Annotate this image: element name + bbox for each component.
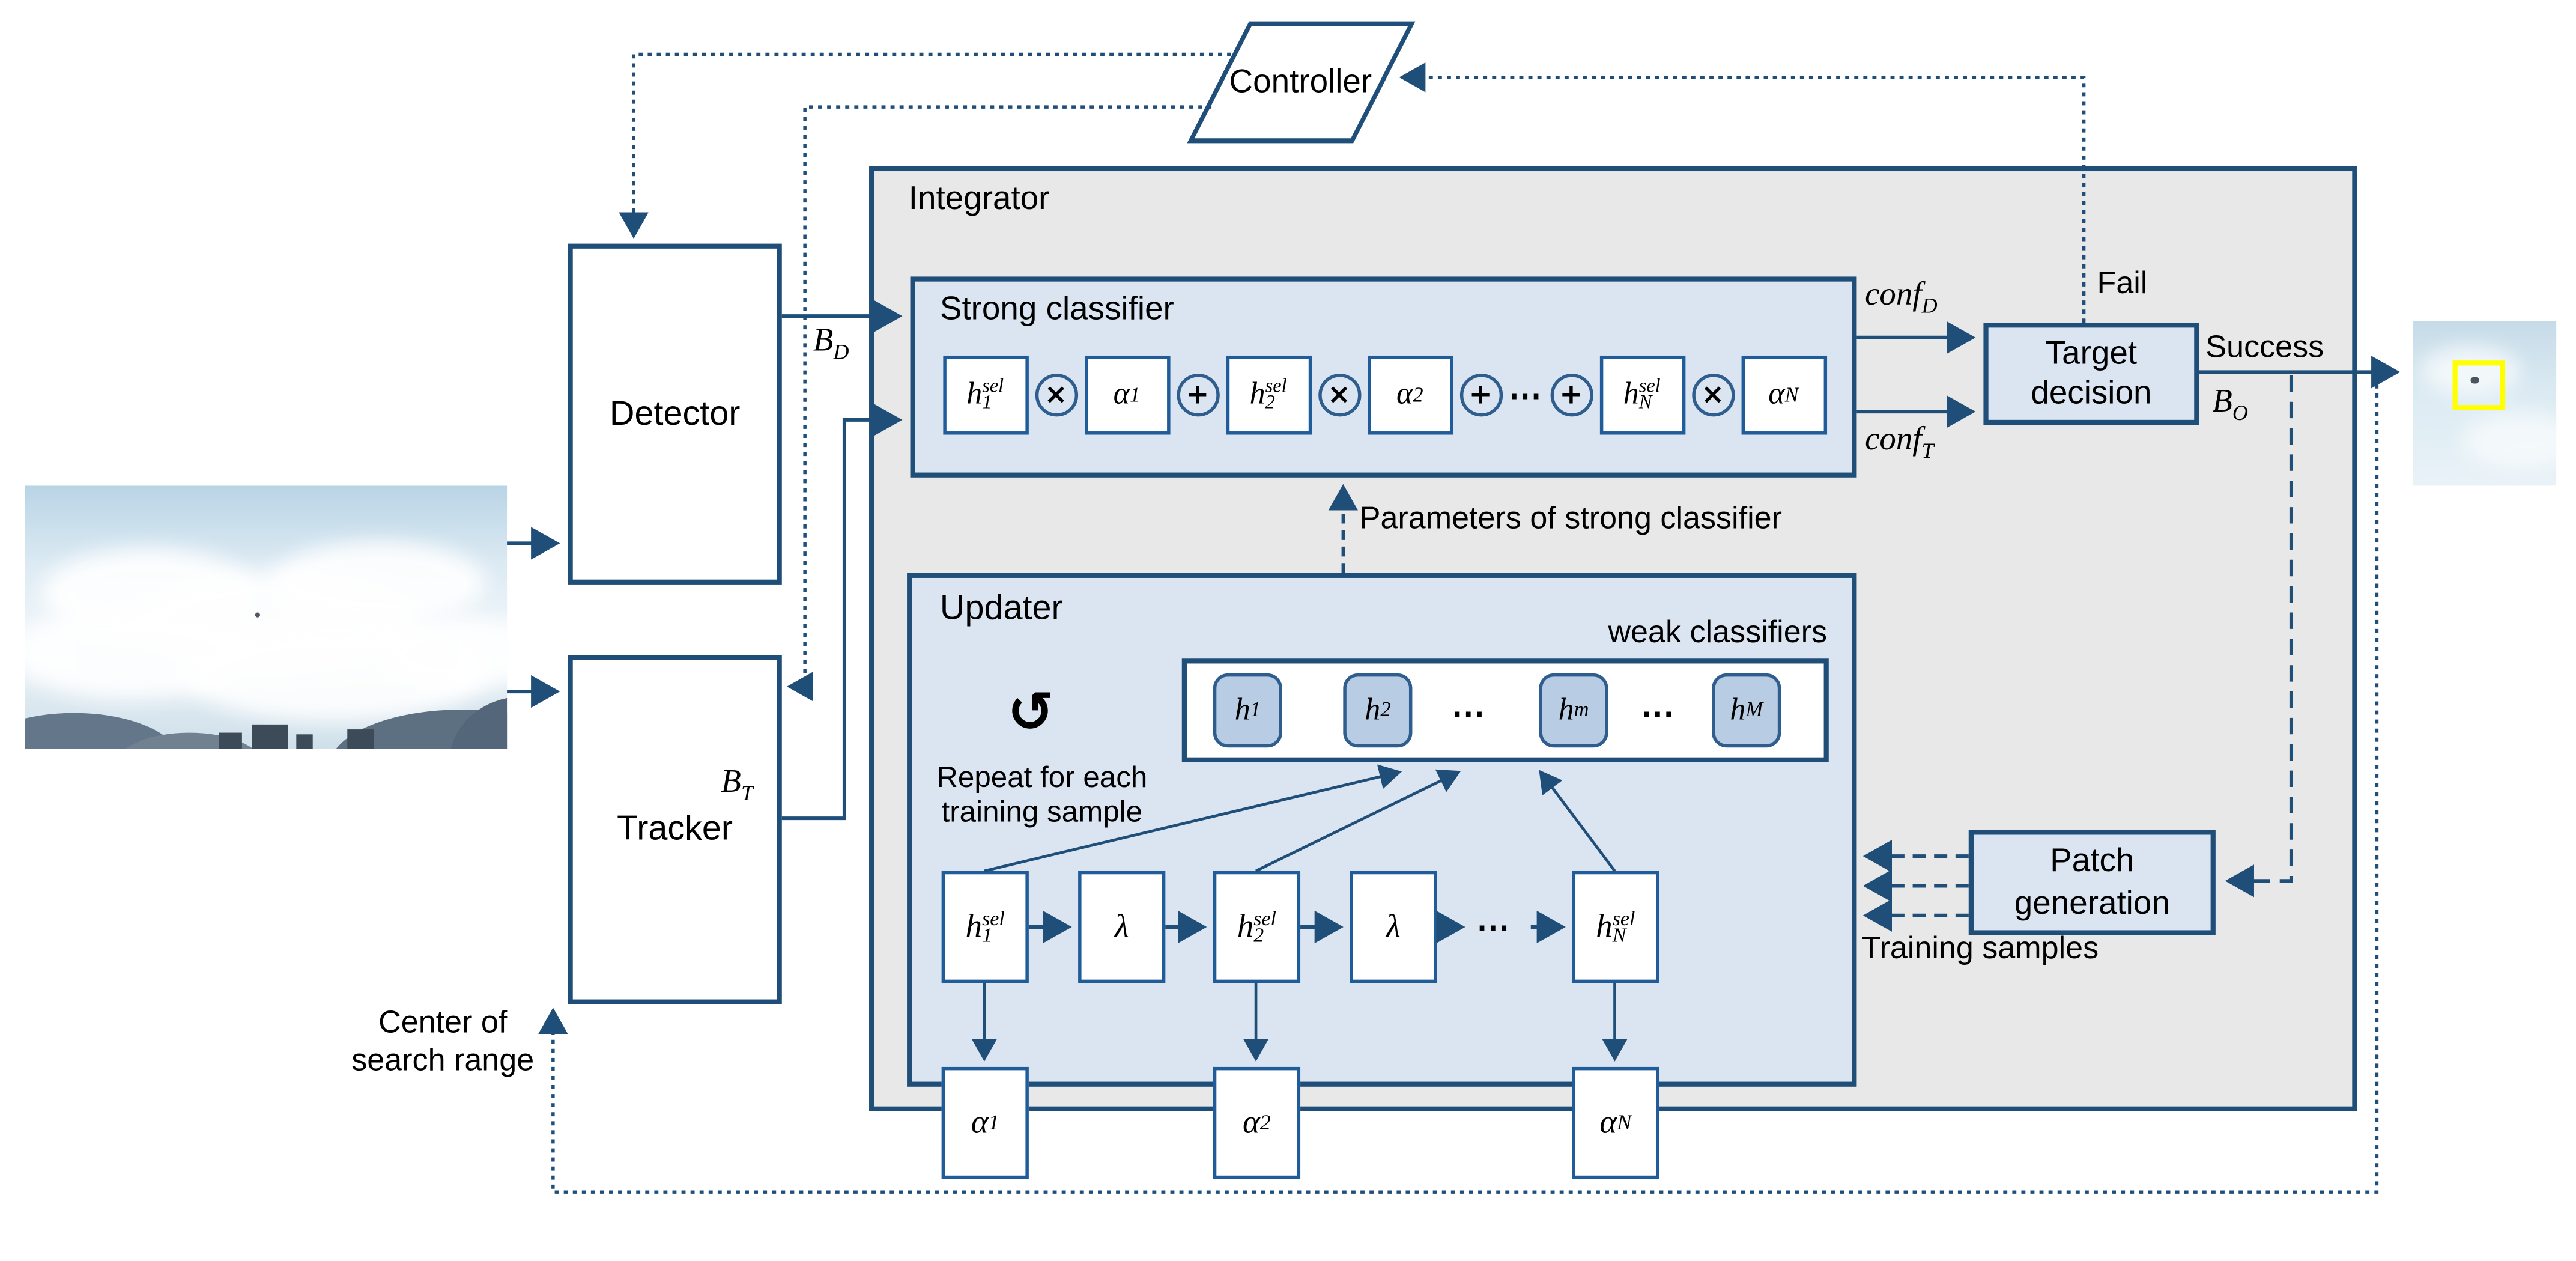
- ellipsis: ⋯: [1452, 696, 1487, 733]
- parameters-label: Parameters of strong classifier: [1359, 502, 1782, 537]
- building-silhouette: [347, 729, 374, 749]
- lambda-box: λ: [1078, 871, 1166, 983]
- controller-label: Controller: [1229, 63, 1373, 100]
- detected-target-dot: [2470, 377, 2479, 384]
- detection-highlight-box: [2452, 360, 2506, 410]
- detector-label: Detector: [609, 394, 741, 433]
- success-label: Success: [2205, 330, 2324, 366]
- lambda-box: λ: [1350, 871, 1437, 983]
- weak-classifiers-label: weak classifiers: [1608, 615, 1828, 651]
- repeat-caption-line1: Repeat for each: [936, 761, 1148, 794]
- center-search-range-line1: Center of: [378, 1006, 508, 1041]
- strong-classifier-title: Strong classifier: [939, 291, 1174, 328]
- center-search-range-label: Center of search range: [329, 1004, 556, 1080]
- integrator-label: Integrator: [908, 181, 1050, 217]
- multiply-operator-icon: ×: [1317, 374, 1361, 417]
- repeat-loop-icon: ↺: [1007, 679, 1055, 746]
- patch-generation-box: Patch generation: [1968, 830, 2216, 935]
- tracker-box: Tracker: [568, 655, 782, 1004]
- signal-BT-label: BT: [721, 764, 753, 806]
- signal-BD-label: BD: [813, 323, 849, 364]
- multiply-operator-icon: ×: [1691, 374, 1735, 417]
- plus-operator-icon: +: [1459, 374, 1502, 417]
- cloud-shape: [271, 541, 486, 624]
- target-decision-label: Target decision: [2031, 336, 2152, 412]
- target-dot: [255, 612, 261, 618]
- repeat-caption: Repeat for each training sample: [902, 761, 1182, 830]
- cloud-shape: [2462, 412, 2557, 470]
- repeat-caption-line2: training sample: [941, 795, 1143, 828]
- signal-confD-label: confD: [1865, 276, 1938, 318]
- input-frame-image: [25, 485, 508, 749]
- fail-label: Fail: [2097, 266, 2148, 302]
- target-decision-box: Target decision: [1983, 323, 2199, 425]
- signal-BO-label: BO: [2212, 383, 2248, 425]
- training-samples-label: Training samples: [1861, 932, 2099, 967]
- controller-shape: Controller: [1187, 21, 1416, 144]
- updater-title: Updater: [939, 589, 1063, 628]
- multiply-operator-icon: ×: [1034, 374, 1077, 417]
- patch-generation-label: Patch generation: [2014, 843, 2170, 922]
- building-silhouette: [219, 732, 242, 749]
- ellipsis: ⋯: [1641, 696, 1676, 733]
- tracker-label: Tracker: [617, 810, 733, 848]
- building-silhouette: [296, 734, 313, 749]
- signal-confT-label: confT: [1865, 421, 1934, 463]
- building-silhouette: [252, 724, 288, 749]
- cloud-shape: [378, 617, 508, 692]
- center-search-range-line2: search range: [351, 1044, 535, 1079]
- plus-operator-icon: +: [1176, 374, 1219, 417]
- plus-operator-icon: +: [1550, 374, 1593, 417]
- ellipsis: ⋯: [1508, 377, 1544, 415]
- output-frame-image: [2413, 321, 2557, 486]
- ellipsis: ⋯: [1476, 910, 1511, 947]
- detector-box: Detector: [568, 243, 782, 585]
